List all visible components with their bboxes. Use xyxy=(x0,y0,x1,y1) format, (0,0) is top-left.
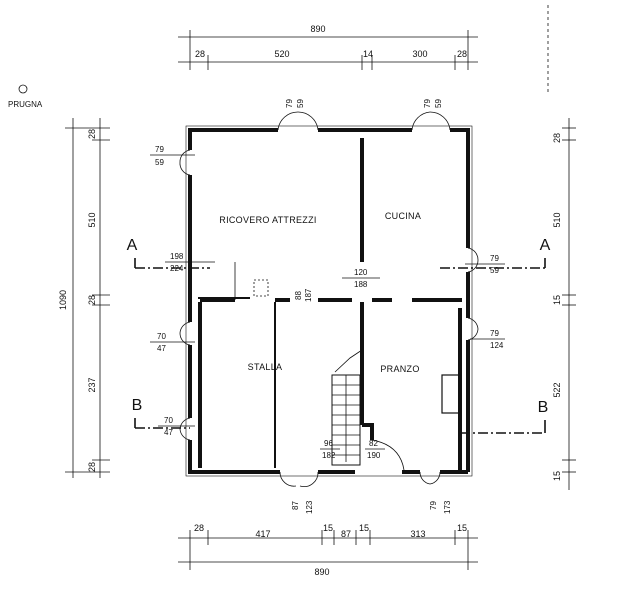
opening-top1-w: 79 xyxy=(285,99,294,108)
section-a-right-label: A xyxy=(540,237,551,254)
section-b-left-label: B xyxy=(132,397,143,414)
left-dimensions: 1090 28 510 28 237 28 xyxy=(58,118,110,478)
room-label-ricovero: RICOVERO ATTREZZI xyxy=(219,215,316,225)
bottom-dim-1: 28 xyxy=(194,523,204,533)
top-dimensions: 890 28 520 14 300 28 xyxy=(178,24,478,70)
top-total-dim: 890 xyxy=(310,24,325,34)
left-dim-2: 510 xyxy=(87,212,97,227)
opening-left3-h: 47 xyxy=(164,428,173,437)
right-dim-2: 510 xyxy=(552,212,562,227)
bottom-dim-6: 313 xyxy=(410,529,425,539)
opening-right1-h: 59 xyxy=(490,266,499,275)
section-a-left-label: A xyxy=(127,237,138,254)
top-dim-5: 28 xyxy=(457,49,467,59)
room-label-pranzo: PRANZO xyxy=(380,364,419,374)
opening-right1-w: 79 xyxy=(490,254,499,263)
opening-left3-w: 70 xyxy=(164,416,173,425)
opening-top2-h: 59 xyxy=(434,99,443,108)
opening-top2-w: 79 xyxy=(423,99,432,108)
opening-door-h: 190 xyxy=(367,451,381,460)
opening-bot2-w: 79 xyxy=(429,501,438,510)
bottom-total-dim: 890 xyxy=(314,567,329,577)
opening-mid-h: 187 xyxy=(304,288,313,302)
tree-symbol-icon xyxy=(18,84,28,94)
section-b-right-label: B xyxy=(538,399,549,416)
right-dim-5: 15 xyxy=(552,471,562,481)
opening-mid-w: 88 xyxy=(294,291,303,300)
opening-door-w: 82 xyxy=(369,439,378,448)
room-label-cucina: CUCINA xyxy=(385,211,421,221)
opening-left2-h: 47 xyxy=(157,344,166,353)
exterior-walls xyxy=(185,125,473,477)
opening-bot2-h: 173 xyxy=(443,500,452,514)
opening-right2-h: 124 xyxy=(490,341,504,350)
opening-leftdoor-h: 224 xyxy=(170,264,184,273)
left-dim-1: 28 xyxy=(87,129,97,139)
opening-stair-w: 96 xyxy=(324,439,333,448)
top-dim-4: 300 xyxy=(412,49,427,59)
tree-label: PRUGNA xyxy=(8,100,43,109)
opening-dimensions: 79 59 79 59 79 59 198 224 120 188 88 187… xyxy=(150,99,505,514)
top-dim-3: 14 xyxy=(363,49,373,59)
right-dim-1: 28 xyxy=(552,133,562,143)
interior-walls xyxy=(198,138,462,470)
staircase xyxy=(331,349,363,466)
fireplace xyxy=(441,374,461,414)
right-dim-3: 15 xyxy=(552,295,562,305)
opening-left1-w: 79 xyxy=(155,145,164,154)
opening-right2-w: 79 xyxy=(490,329,499,338)
bottom-dim-4: 87 xyxy=(341,529,351,539)
bottom-dim-7: 15 xyxy=(457,523,467,533)
opening-bot1-w: 87 xyxy=(291,501,300,510)
right-dimensions: 28 510 15 522 15 xyxy=(552,118,576,490)
bottom-dimensions: 28 417 15 87 15 313 15 890 xyxy=(178,523,478,577)
bottom-dim-2: 417 xyxy=(255,529,270,539)
top-dim-2: 520 xyxy=(274,49,289,59)
bottom-dim-3: 15 xyxy=(323,523,333,533)
opening-top1-h: 59 xyxy=(296,99,305,108)
section-b: B B xyxy=(132,397,549,434)
opening-left1-h: 59 xyxy=(155,158,164,167)
opening-bot1-h: 123 xyxy=(305,500,314,514)
opening-leftdoor-w: 198 xyxy=(170,252,184,261)
bottom-dim-5: 15 xyxy=(359,523,369,533)
left-dim-3: 28 xyxy=(87,295,97,305)
room-label-stalla: STALLA xyxy=(248,362,283,372)
section-a: A A xyxy=(127,237,551,269)
opening-left2-w: 70 xyxy=(157,332,166,341)
left-dim-5: 28 xyxy=(87,462,97,472)
left-total-dim: 1090 xyxy=(58,290,68,310)
top-dim-1: 28 xyxy=(195,49,205,59)
left-dim-4: 237 xyxy=(87,377,97,392)
chimney-flue xyxy=(253,279,269,297)
opening-center-w: 120 xyxy=(354,268,368,277)
opening-center-h: 188 xyxy=(354,280,368,289)
right-dim-4: 522 xyxy=(552,382,562,397)
opening-stair-h: 182 xyxy=(322,451,336,460)
